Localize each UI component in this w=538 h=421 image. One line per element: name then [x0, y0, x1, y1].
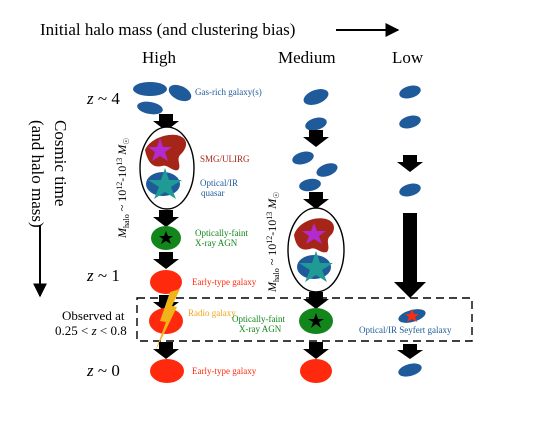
gas-rich-galaxy-high	[168, 84, 192, 102]
label-faint-agn-high: X-ray AGN	[195, 238, 238, 248]
header-title: Initial halo mass (and clustering bias)	[40, 20, 295, 39]
xray-agn-star-icon-medium	[308, 313, 324, 328]
smg-star-icon-medium	[302, 223, 326, 244]
label-smg: SMG/ULIRG	[200, 154, 250, 164]
flow-arrow	[303, 130, 329, 147]
label-optical-quasar: quasar	[201, 188, 225, 198]
gas-rich-galaxy-medium	[305, 117, 327, 131]
label-early-type-z0: Early-type galaxy	[192, 366, 257, 376]
early-type-galaxy-high-z0	[150, 359, 184, 383]
observed-redshift-box	[136, 297, 473, 342]
flow-arrow	[397, 344, 423, 359]
cosmic-time-label: Cosmic time (and halo mass)	[28, 120, 70, 228]
redshift-z4: z ~ 4	[86, 89, 120, 108]
redshift-z0: z ~ 0	[86, 361, 120, 380]
column-header-medium: Medium	[278, 48, 336, 67]
cosmic-time-line1: Cosmic time	[51, 120, 70, 206]
spiral-galaxy-low-z0	[398, 363, 422, 377]
observed-line2: 0.25 < z < 0.8	[55, 323, 127, 338]
observed-line1: Observed at	[62, 308, 125, 323]
quasar-star-icon-medium	[299, 251, 333, 282]
label-early-type-z1: Early-type galaxy	[192, 277, 257, 287]
quasar-star-icon	[148, 168, 182, 199]
label-radio-galaxy: Radio galaxy	[188, 308, 236, 318]
column-header-high: High	[142, 48, 177, 67]
label-gas-rich: Gas-rich galaxy(s)	[195, 87, 262, 97]
flow-arrow	[153, 210, 179, 227]
early-type-galaxy-medium-z0	[300, 359, 332, 383]
gas-rich-galaxy-high	[137, 101, 163, 115]
column-header-low: Low	[392, 48, 424, 67]
halo-mass-label-high: Mhalo ~ 1012-1013 M☉	[115, 138, 131, 239]
flow-arrow	[153, 252, 179, 269]
smg-merger-blob	[145, 134, 187, 171]
gas-rich-galaxy-medium	[292, 151, 314, 165]
halo-mass-label-medium: Mhalo ~ 1012-1013 M☉	[265, 192, 281, 293]
flow-arrow	[303, 192, 329, 209]
flow-arrow	[153, 342, 179, 359]
gas-rich-galaxy-low	[399, 183, 421, 197]
flow-arrow	[153, 114, 179, 131]
gas-rich-galaxy-medium	[299, 178, 321, 192]
seyfert-star-icon	[405, 309, 419, 322]
radio-jet-icon	[155, 289, 180, 352]
early-type-galaxy-high-z1	[150, 270, 182, 294]
gas-rich-galaxy-low	[399, 85, 421, 99]
flow-arrow	[397, 155, 423, 172]
gas-rich-galaxy-high	[133, 82, 167, 96]
cosmic-time-line2: (and halo mass)	[28, 120, 47, 228]
label-faint-agn-medium: Optically-faint	[232, 314, 285, 324]
gas-rich-galaxy-medium	[316, 163, 338, 177]
xray-agn-star-icon	[159, 231, 173, 244]
label-faint-agn-high: Optically-faint	[195, 228, 248, 238]
label-seyfert: Optical/IR Seyfert galaxy	[359, 325, 452, 335]
gas-rich-galaxy-medium	[303, 89, 329, 105]
gas-rich-galaxy-low	[399, 115, 421, 129]
long-flow-arrow	[394, 213, 426, 298]
flow-arrow	[303, 292, 329, 309]
label-faint-agn-medium: X-ray AGN	[239, 324, 282, 334]
label-optical-quasar: Optical/IR	[200, 178, 238, 188]
flow-arrow	[303, 342, 329, 359]
smg-star-icon	[148, 138, 172, 161]
redshift-z1: z ~ 1	[86, 266, 120, 285]
